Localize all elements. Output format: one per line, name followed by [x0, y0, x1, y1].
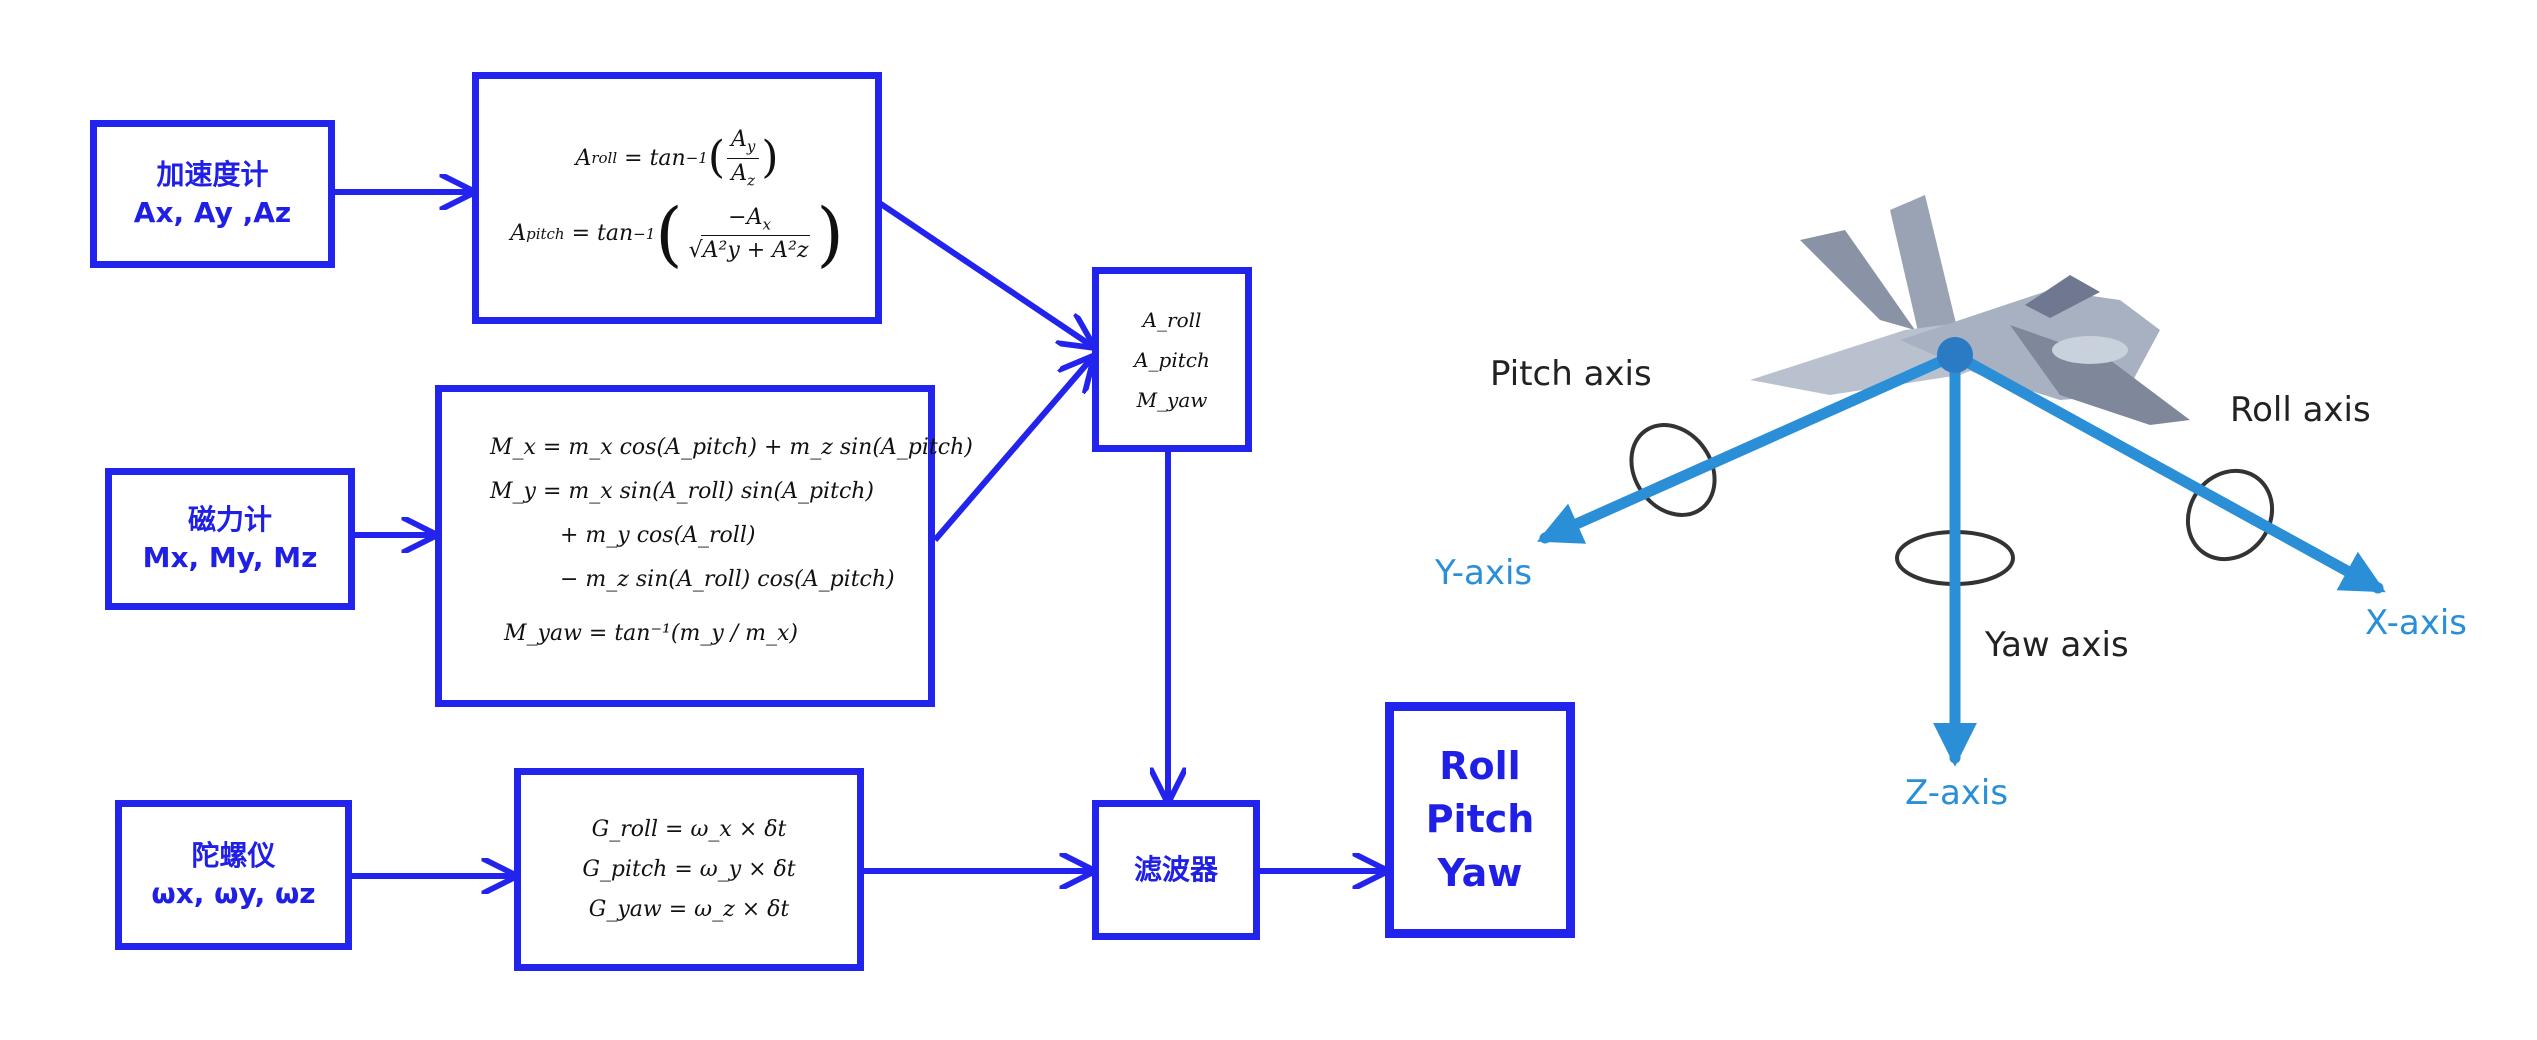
accelerometer-title: 加速度计: [156, 158, 269, 192]
arrow-acc-eq-to-combined: [873, 197, 1092, 346]
y-axis-label: Y-axis: [1435, 553, 1533, 593]
equation-gyro-pitch: G_pitch = ω_y × δt: [582, 856, 796, 882]
equation-mag-y3: − m_z sin(A_roll) cos(A_pitch): [560, 567, 895, 592]
equation-mag-y2: + m_y cos(A_roll): [560, 523, 756, 548]
equation-gyro-roll: G_roll = ω_x × δt: [591, 816, 787, 842]
filter-label: 滤波器: [1133, 853, 1218, 887]
output-yaw: Yaw: [1437, 850, 1523, 895]
equation-mag-yaw: M_yaw = tan⁻¹(m_y / m_x): [504, 621, 799, 646]
aircraft-axes-illustration: [1536, 195, 2386, 767]
x-axis-arrow: [1949, 349, 2386, 594]
gyroscope-title: 陀螺仪: [191, 839, 276, 873]
combined-a-roll: A_roll: [1142, 307, 1202, 332]
aircraft-origin: [1937, 337, 1973, 373]
output-pitch: Pitch: [1425, 797, 1535, 842]
x-axis-label: X-axis: [2365, 603, 2467, 643]
filter-box: 滤波器: [1092, 800, 1260, 940]
output-roll: Roll: [1439, 744, 1521, 789]
roll-axis-label: Roll axis: [2230, 390, 2371, 430]
gyroscope-equations-box: G_roll = ω_x × δt G_pitch = ω_y × δt G_y…: [514, 768, 864, 971]
y-axis-arrow: [1536, 349, 1961, 544]
pitch-axis-label: Pitch axis: [1490, 354, 1652, 394]
equation-mag-y1: M_y = m_x sin(A_roll) sin(A_pitch): [490, 479, 875, 504]
fighter-jet-icon: [1750, 195, 2190, 425]
output-box: Roll Pitch Yaw: [1385, 702, 1575, 938]
axis-arrows: [1536, 349, 2386, 767]
magnetometer-signals: Mx, My, Mz: [142, 541, 318, 574]
accelerometer-box: 加速度计 Ax, Ay ,Az: [90, 120, 335, 268]
magnetometer-box: 磁力计 Mx, My, Mz: [105, 468, 355, 610]
yaw-axis-label: Yaw axis: [1985, 625, 2129, 665]
gyroscope-signals: ωx, ωy, ωz: [151, 877, 316, 910]
arrow-mag-eq-to-combined: [932, 358, 1092, 542]
combined-angles-box: A_roll A_pitch M_yaw: [1092, 267, 1252, 452]
gyroscope-box: 陀螺仪 ωx, ωy, ωz: [115, 800, 352, 950]
combined-m-yaw: M_yaw: [1136, 387, 1208, 412]
magnetometer-title: 磁力计: [187, 503, 272, 537]
combined-a-pitch: A_pitch: [1134, 347, 1210, 372]
equation-gyro-yaw: G_yaw = ω_z × δt: [588, 896, 790, 922]
equation-mag-x: M_x = m_x cos(A_pitch) + m_z sin(A_pitch…: [490, 435, 973, 460]
z-axis-label: Z-axis: [1905, 773, 2009, 813]
magnetometer-equations-box: M_x = m_x cos(A_pitch) + m_z sin(A_pitch…: [435, 385, 973, 707]
accelerometer-signals: Ax, Ay ,Az: [133, 196, 292, 229]
